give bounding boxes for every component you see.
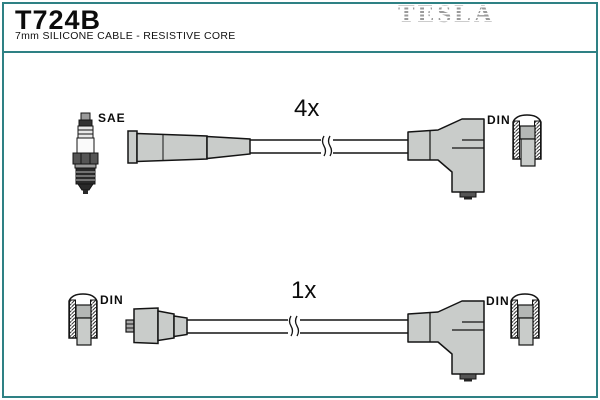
- tesla-brand-logo: TESLA: [396, 2, 497, 28]
- page-title: T724B: [15, 5, 102, 35]
- cable-break-icon: [321, 135, 333, 158]
- din-label-top-right: DIN: [487, 113, 511, 127]
- spark-plug-cable-bottom: [187, 315, 408, 338]
- subtitle: 7mm SILICONE CABLE - RESISTIVE CORE: [15, 30, 236, 42]
- logo-stripe-overlay: [396, 4, 497, 28]
- sae-label: SAE: [98, 111, 126, 125]
- din-label-bottom-left: DIN: [100, 293, 124, 307]
- straight-boot-connector-bottom: [125, 307, 188, 345]
- din-connector-icon-bottom-left: [68, 293, 98, 346]
- spark-plug-cable-top: [250, 135, 408, 158]
- cable-break-icon: [288, 315, 300, 338]
- spark-plug-icon: [72, 112, 99, 194]
- straight-boot-connector-top: [127, 130, 251, 164]
- elbow-boot-connector-top: [407, 118, 485, 201]
- elbow-boot-connector-bottom: [407, 300, 485, 383]
- din-label-bottom-right: DIN: [486, 294, 510, 308]
- top-row-quantity: 4x: [294, 95, 320, 122]
- bottom-row-quantity: 1x: [291, 277, 317, 304]
- din-connector-icon-bottom-right: [510, 293, 540, 346]
- header-separator: [4, 51, 596, 53]
- din-connector-icon-top-right: [512, 114, 542, 167]
